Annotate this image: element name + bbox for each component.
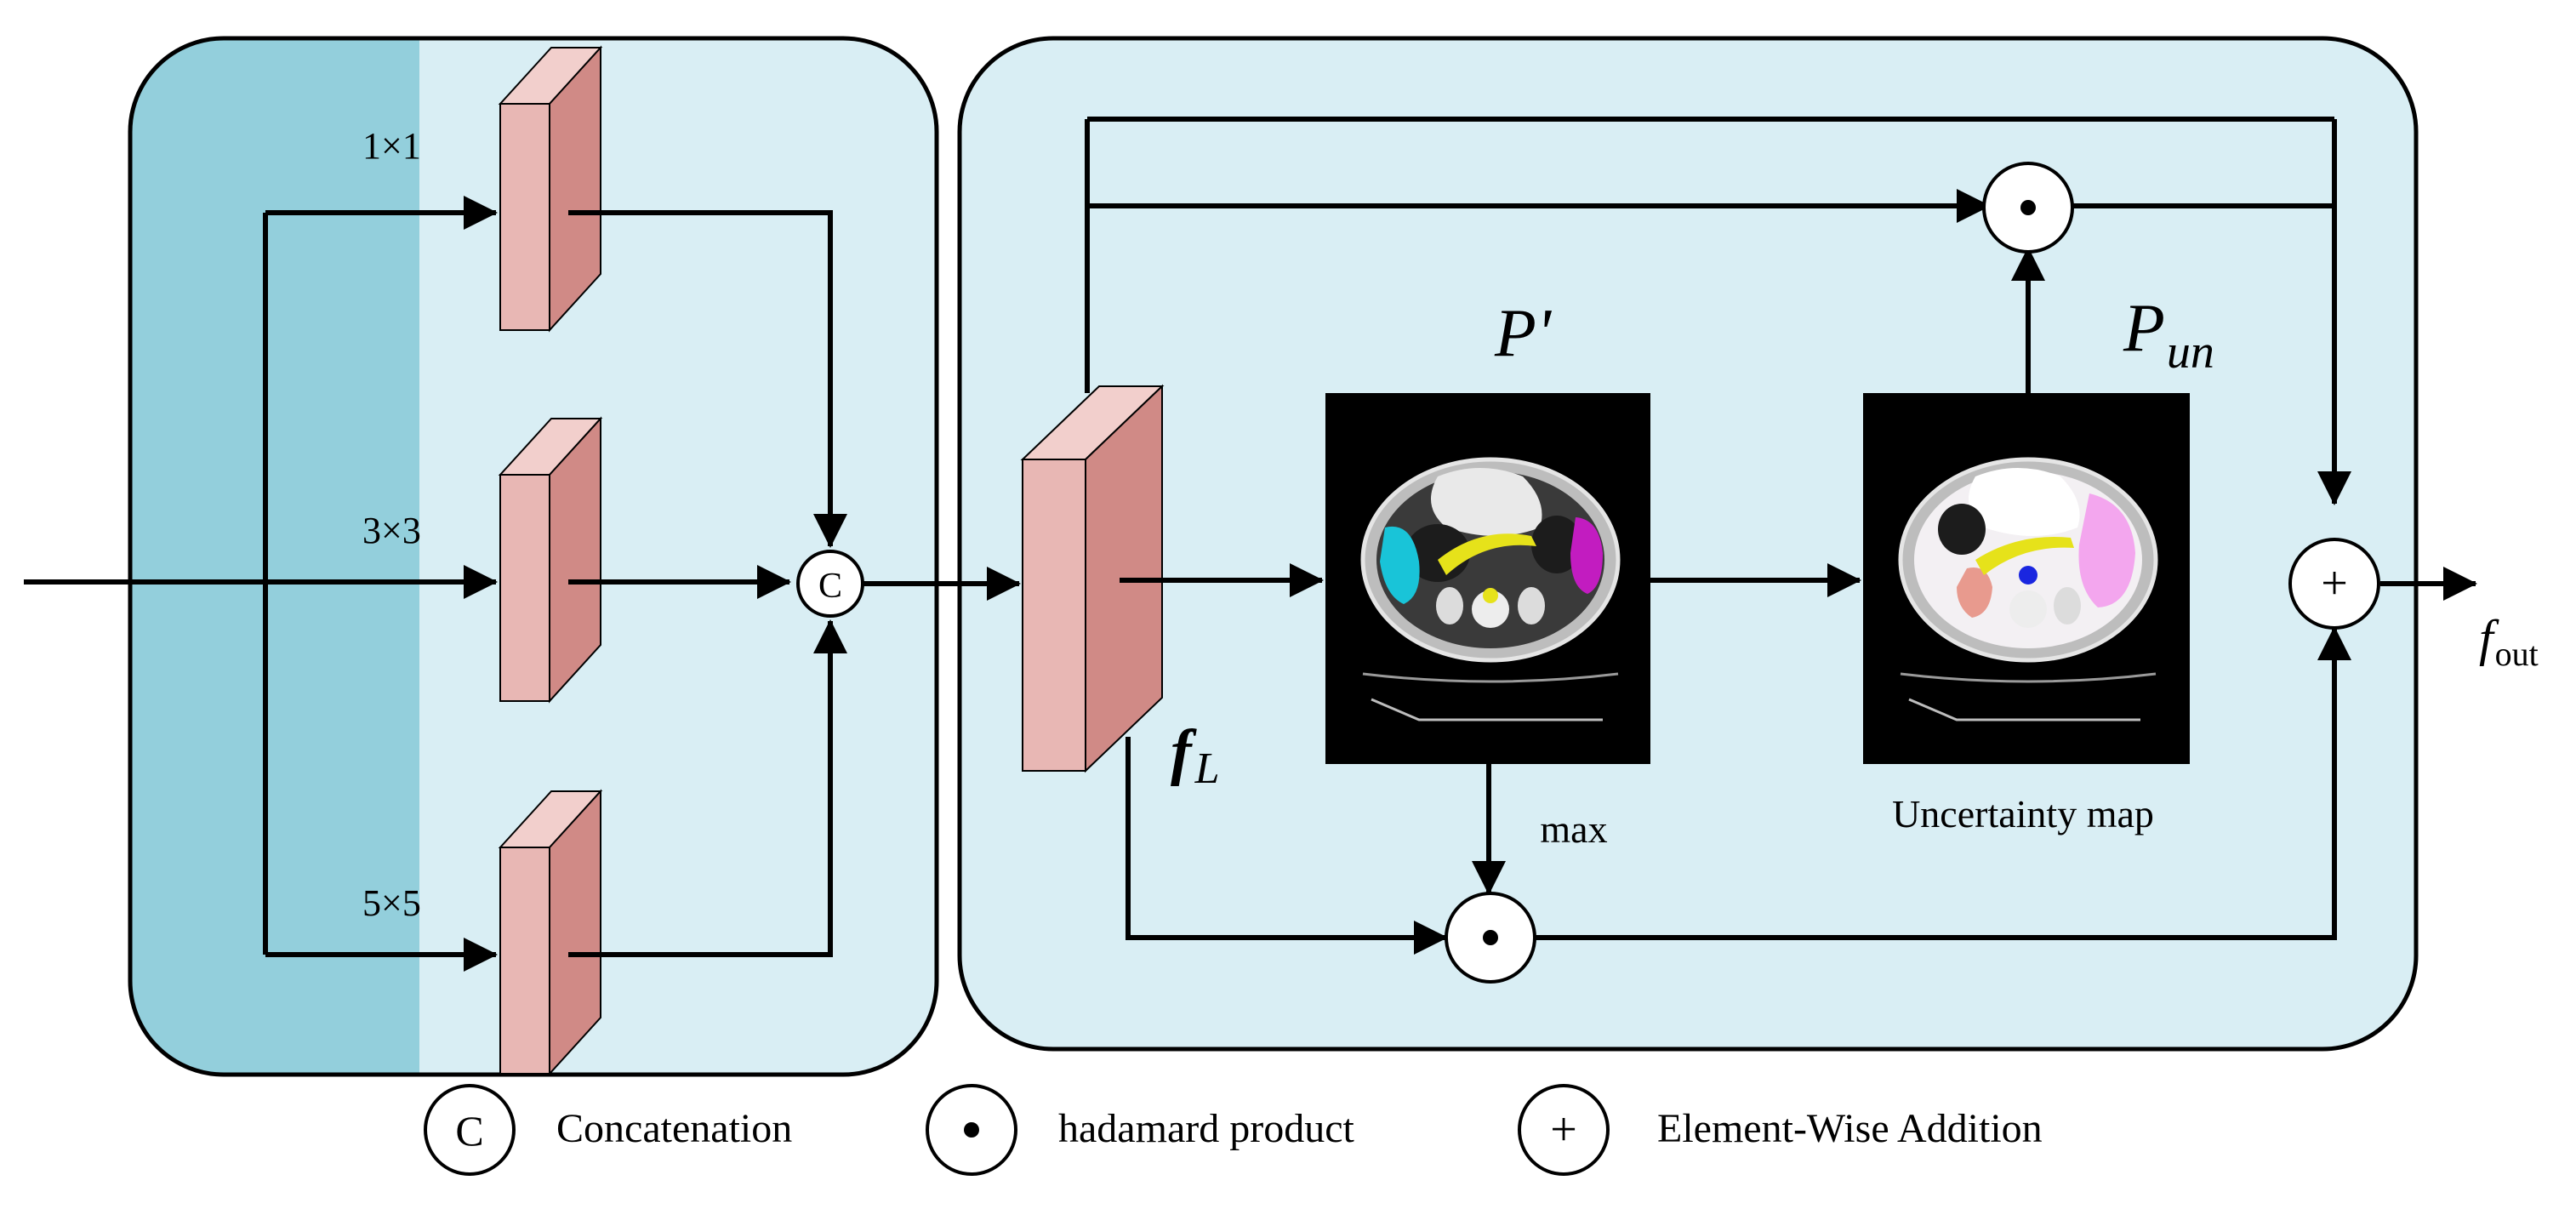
input-arrows: [24, 196, 847, 972]
kernel-label-3x3: 3×3: [362, 510, 421, 551]
conv-block-1x1: [498, 45, 603, 333]
hadamard-operator-bottom: [1445, 892, 1536, 984]
refinement-panel: [957, 36, 2419, 1052]
conv-block-5x5: [498, 789, 603, 1076]
max-label: max: [1540, 807, 1607, 851]
addition-operator: +: [2288, 538, 2380, 630]
legend-concat: C Concatenation: [424, 1084, 792, 1176]
legend: C Concatenation hadamard product + Eleme…: [424, 1084, 2043, 1176]
fout-label: fout: [2479, 610, 2539, 673]
legend-hadamard-label: hadamard product: [1058, 1106, 1355, 1151]
panel-border: [957, 36, 2419, 1052]
hadamard-operator-top: [1982, 162, 2074, 254]
uncertainty-map-label: Uncertainty map: [1892, 792, 2154, 835]
kernel-label-5x5: 5×5: [362, 882, 421, 924]
uncertainty-map-image: [1863, 393, 2190, 764]
legend-concat-label: Concatenation: [556, 1106, 792, 1151]
conv-block-3x3: [498, 416, 603, 704]
legend-concat-symbol: C: [455, 1107, 483, 1155]
add-symbol: +: [2321, 557, 2348, 610]
prediction-image-p-prime: [1325, 393, 1650, 764]
concat-operator: C: [796, 550, 864, 618]
p-prime-label: P': [1494, 296, 1553, 371]
fl-label: fL: [1171, 717, 1220, 793]
p-un-label: Pun: [2123, 291, 2214, 379]
legend-add-symbol: +: [1550, 1103, 1577, 1156]
refinement-arrows: [1085, 117, 2477, 955]
kernel-label-1x1: 1×1: [362, 125, 421, 167]
legend-add-label: Element-Wise Addition: [1657, 1106, 2043, 1151]
legend-hadamard: hadamard product: [926, 1084, 1355, 1176]
legend-add: + Element-Wise Addition: [1518, 1084, 2043, 1176]
concat-symbol: C: [818, 567, 842, 606]
